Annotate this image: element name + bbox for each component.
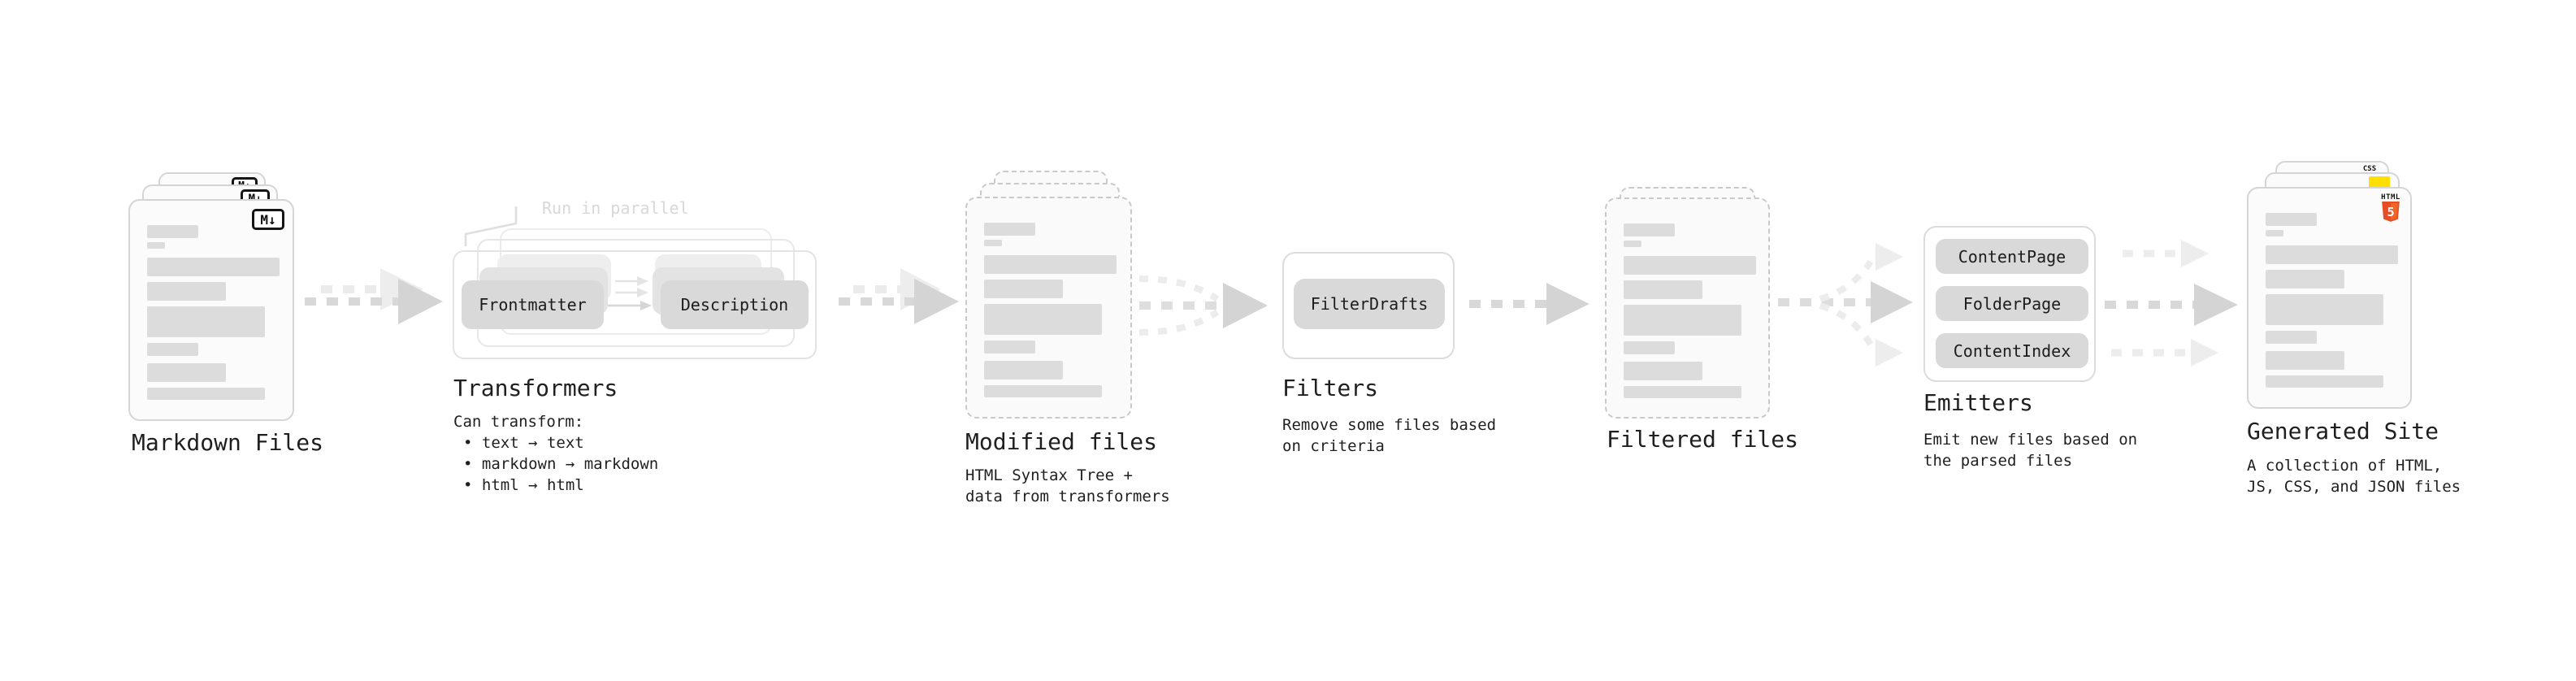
placeholder-bar bbox=[1624, 305, 1741, 336]
placeholder-bar bbox=[147, 242, 165, 249]
placeholder-bar bbox=[147, 282, 226, 301]
placeholder-bar bbox=[1624, 256, 1756, 275]
placeholder-bar bbox=[984, 280, 1063, 298]
placeholder-bar bbox=[147, 306, 265, 337]
frontmatter-node: Frontmatter bbox=[462, 280, 604, 329]
arrow-filters-to-filtered bbox=[1469, 283, 1589, 325]
modified-files-desc-line: data from transformers bbox=[965, 488, 1170, 505]
transformers-bullet: • text → text bbox=[463, 434, 584, 452]
generated-site-desc-line: A collection of HTML, bbox=[2247, 457, 2443, 475]
filters-heading: Filters bbox=[1282, 375, 1379, 401]
html5-icon: HTML 5 bbox=[2378, 193, 2404, 226]
markdown-icon: M↓ bbox=[252, 209, 284, 230]
placeholder-bar bbox=[2266, 331, 2317, 344]
emitters-heading: Emitters bbox=[1923, 389, 2033, 416]
css-icon-label: CSS bbox=[2362, 165, 2377, 173]
placeholder-bar bbox=[2266, 213, 2317, 226]
modified-file-card-front bbox=[965, 197, 1132, 419]
transformers-heading: Transformers bbox=[453, 375, 618, 401]
placeholder-bar bbox=[1624, 223, 1675, 236]
arrow-modified-to-filters bbox=[1138, 275, 1268, 336]
placeholder-bar bbox=[1624, 386, 1741, 398]
content-page-node: ContentPage bbox=[1936, 239, 2088, 274]
filtered-file-card-front bbox=[1605, 197, 1770, 419]
svg-text:5: 5 bbox=[2387, 205, 2394, 219]
filter-drafts-node: FilterDrafts bbox=[1294, 279, 1445, 329]
emitters-box: ContentPage FolderPage ContentIndex bbox=[1923, 226, 2096, 382]
arrow-markdown-to-transformers bbox=[305, 268, 443, 324]
markdown-files-label: Markdown Files bbox=[132, 429, 324, 456]
description-node: Description bbox=[661, 280, 809, 329]
transformers-desc-intro: Can transform: bbox=[453, 413, 584, 431]
modified-files-desc-line: HTML Syntax Tree + bbox=[965, 466, 1133, 484]
filtered-files-label: Filtered files bbox=[1607, 426, 1799, 453]
run-in-parallel-annotation: Run in parallel bbox=[542, 198, 689, 218]
arrow-emitters-to-generated bbox=[2105, 240, 2238, 367]
filters-desc-line: Remove some files based bbox=[1282, 416, 1497, 434]
placeholder-bar bbox=[984, 340, 1035, 354]
transformers-bullet: • html → html bbox=[463, 476, 584, 494]
placeholder-bar bbox=[147, 343, 198, 356]
placeholder-bar bbox=[147, 258, 280, 276]
placeholder-bar bbox=[2266, 245, 2398, 264]
emitters-description: Emit new files based on the parsed files bbox=[1923, 429, 2137, 471]
placeholder-bar bbox=[984, 304, 1102, 335]
modified-files-label: Modified files bbox=[965, 428, 1158, 455]
emitters-desc-line: Emit new files based on bbox=[1923, 431, 2138, 449]
placeholder-bar bbox=[984, 223, 1035, 236]
generated-site-desc-line: JS, CSS, and JSON files bbox=[2247, 478, 2461, 496]
modified-files-description: HTML Syntax Tree + data from transformer… bbox=[965, 465, 1170, 507]
transformer-frame-front bbox=[453, 250, 817, 359]
placeholder-bar bbox=[1624, 341, 1675, 354]
placeholder-bar bbox=[984, 385, 1102, 397]
placeholder-bar bbox=[147, 388, 265, 400]
placeholder-bar bbox=[1624, 362, 1702, 380]
markdown-file-card-front: M↓ bbox=[128, 199, 294, 421]
placeholder-bar bbox=[984, 361, 1063, 380]
generated-file-card-front: HTML 5 bbox=[2247, 187, 2412, 409]
transformers-description: Can transform: • text → text • markdown … bbox=[453, 411, 658, 496]
placeholder-bar bbox=[984, 240, 1002, 246]
filters-description: Remove some files based on criteria bbox=[1282, 414, 1496, 457]
placeholder-bar bbox=[2266, 270, 2344, 288]
javascript-icon bbox=[2369, 176, 2390, 189]
placeholder-bar bbox=[147, 225, 198, 238]
placeholder-bar bbox=[147, 363, 226, 382]
placeholder-bar bbox=[2266, 294, 2383, 325]
placeholder-bar bbox=[2266, 375, 2383, 388]
placeholder-bar bbox=[2266, 230, 2283, 236]
placeholder-bar bbox=[984, 255, 1117, 274]
filters-box: FilterDrafts bbox=[1282, 252, 1455, 359]
transformers-bullet: • markdown → markdown bbox=[463, 455, 659, 473]
generated-site-description: A collection of HTML, JS, CSS, and JSON … bbox=[2247, 455, 2461, 497]
placeholder-bar bbox=[2266, 351, 2344, 370]
placeholder-bar bbox=[1624, 241, 1641, 247]
arrow-filtered-to-emitters bbox=[1778, 243, 1913, 367]
html5-shield: 5 bbox=[2382, 202, 2400, 222]
html5-icon-word: HTML bbox=[2381, 193, 2400, 202]
emitters-desc-line: the parsed files bbox=[1923, 452, 2073, 470]
generated-site-label: Generated Site bbox=[2247, 418, 2439, 445]
folder-page-node: FolderPage bbox=[1936, 286, 2088, 321]
arrow-transformers-to-modified bbox=[839, 268, 959, 324]
content-index-node: ContentIndex bbox=[1936, 333, 2088, 368]
filters-desc-line: on criteria bbox=[1282, 437, 1385, 455]
placeholder-bar bbox=[1624, 280, 1702, 299]
